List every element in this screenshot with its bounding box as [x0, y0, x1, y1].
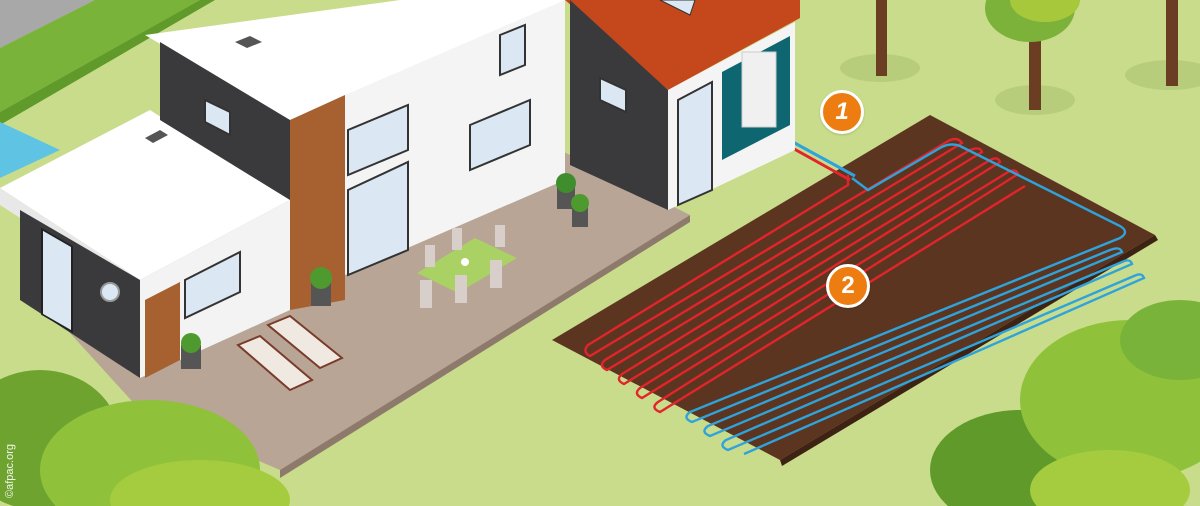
- bushes: [0, 300, 1200, 506]
- dining-table: [417, 225, 517, 308]
- sun-loungers: [236, 314, 344, 392]
- garage-building: [565, 0, 800, 210]
- main-house: [145, 0, 565, 310]
- umbrella: [0, 122, 60, 178]
- marker-1-heat-pump: 1: [820, 90, 864, 134]
- trees: [840, 0, 1200, 115]
- heat-pump-unit: [741, 51, 777, 128]
- copyright-credit: ©afpac.org: [4, 444, 16, 498]
- annex-building: [0, 110, 290, 378]
- potted-plants: [181, 173, 589, 369]
- marker-2-ground-collector: 2: [826, 264, 870, 308]
